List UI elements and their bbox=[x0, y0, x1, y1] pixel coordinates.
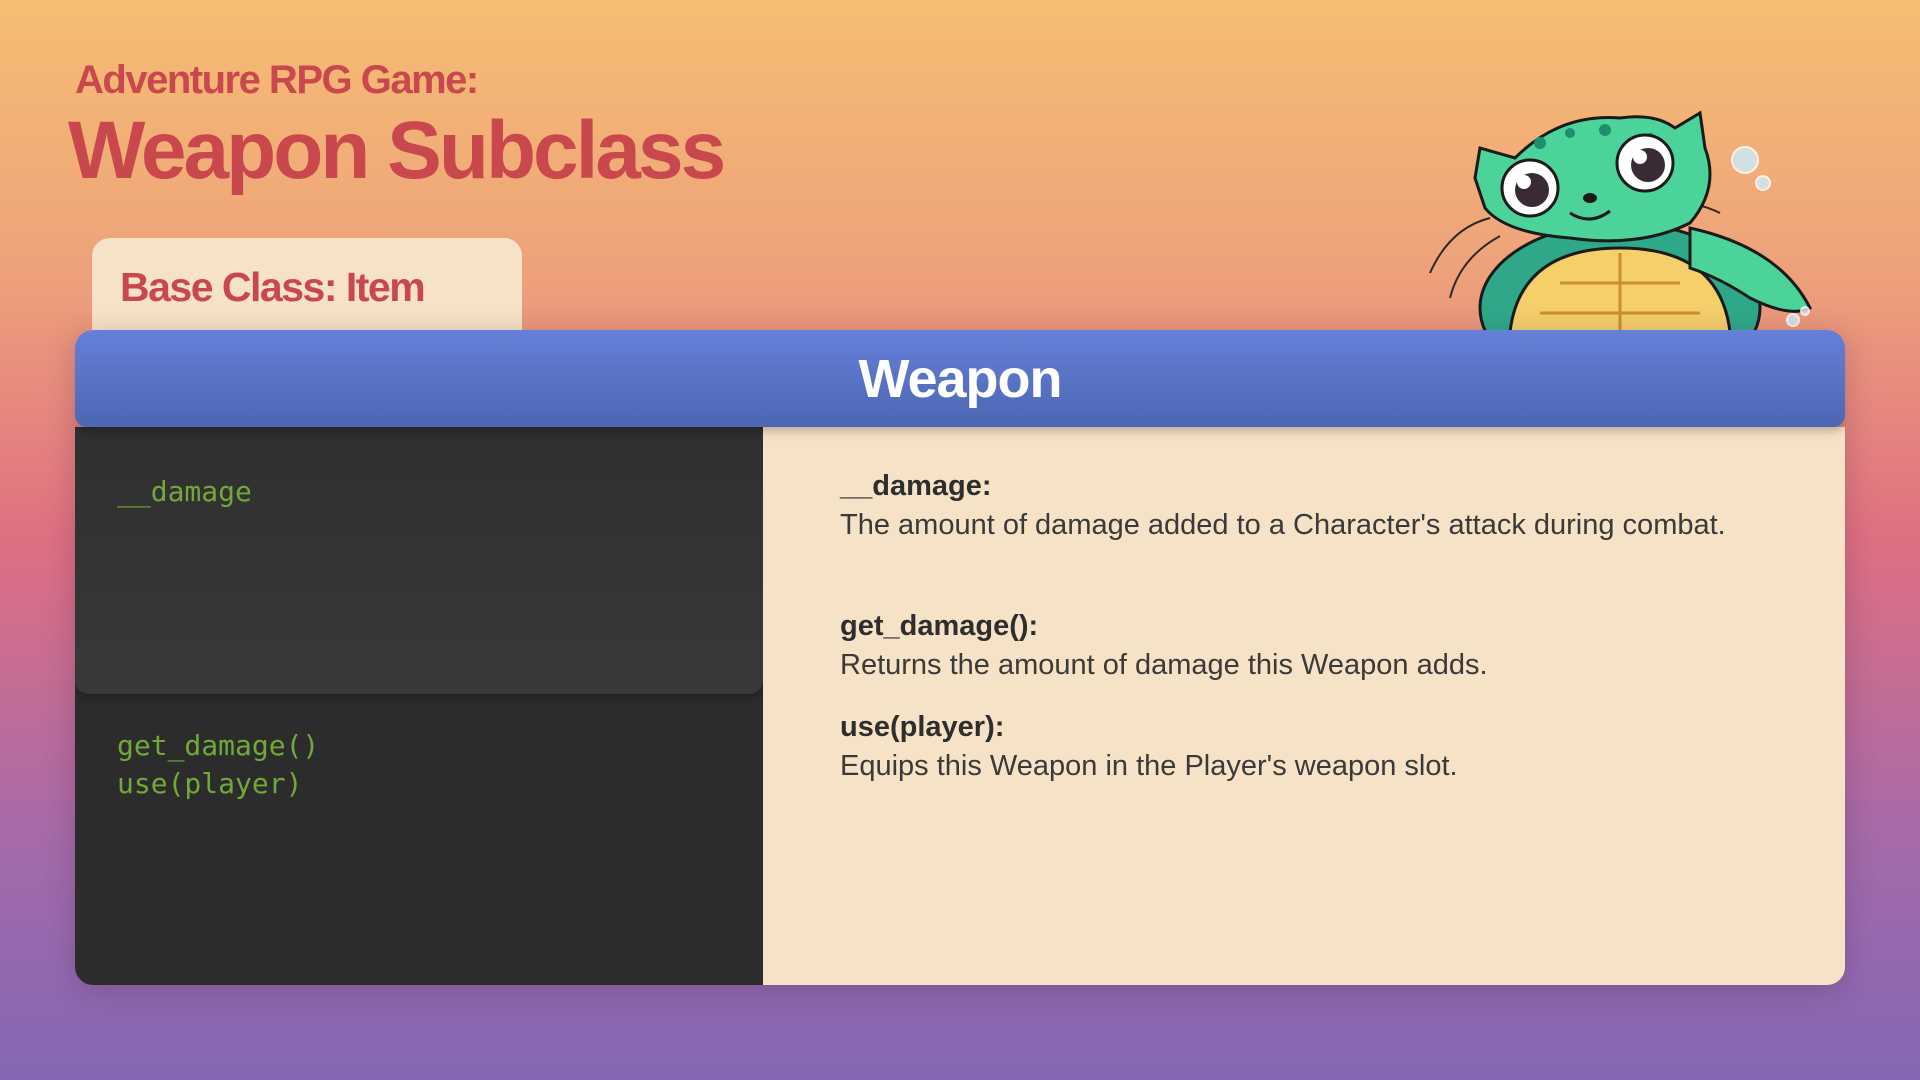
attribute-list: __damage bbox=[117, 473, 252, 511]
method-item: get_damage() bbox=[117, 729, 320, 762]
class-card-header: Weapon bbox=[75, 330, 1845, 427]
description-text: Returns the amount of damage this Weapon… bbox=[840, 649, 1488, 681]
base-class-label: Base Class: Item bbox=[120, 264, 426, 310]
turtle-cat-mascot-icon bbox=[1420, 108, 1830, 332]
description-name: use(player): bbox=[840, 711, 1005, 743]
attributes-box: __damage bbox=[75, 427, 763, 694]
method-list: get_damage() use(player) bbox=[117, 727, 319, 803]
description-text: The amount of damage added to a Characte… bbox=[840, 509, 1726, 541]
slide-subtitle: Adventure RPG Game: bbox=[75, 58, 479, 102]
description-text: Equips this Weapon in the Player's weapo… bbox=[840, 750, 1458, 782]
base-class-tab: Base Class: Item bbox=[92, 238, 522, 338]
description-panel: __damage: The amount of damage added to … bbox=[763, 427, 1845, 985]
code-panel: __damage get_damage() use(player) bbox=[75, 427, 763, 985]
class-name: Weapon bbox=[858, 348, 1062, 409]
description-item: get_damage(): Returns the amount of dama… bbox=[840, 607, 1740, 685]
description-item: __damage: The amount of damage added to … bbox=[840, 467, 1740, 545]
slide-title: Weapon Subclass bbox=[68, 105, 726, 196]
description-name: get_damage(): bbox=[840, 610, 1039, 642]
description-item: use(player): Equips this Weapon in the P… bbox=[840, 708, 1740, 786]
class-card: Weapon __damage get_damage() use(player)… bbox=[75, 330, 1845, 985]
attribute-item: __damage bbox=[117, 475, 252, 508]
method-item: use(player) bbox=[117, 767, 303, 800]
description-name: __damage: bbox=[840, 470, 992, 502]
